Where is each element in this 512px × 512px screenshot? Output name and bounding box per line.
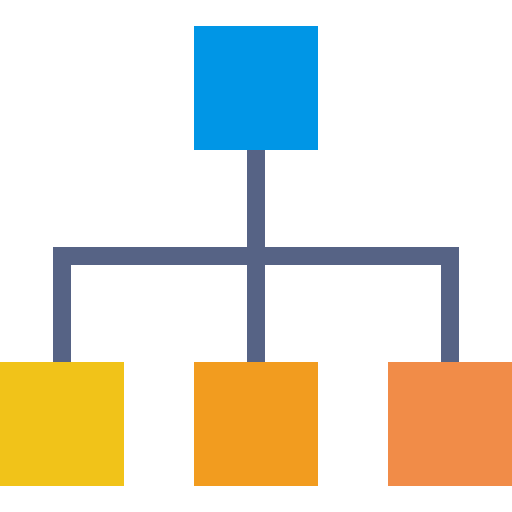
root-node [194,26,318,150]
connector-trunk [247,148,265,256]
connector-right-drop [441,247,459,364]
child-node-middle [194,362,318,486]
connector-left-drop [53,247,71,364]
connector-lines [53,148,459,364]
connector-middle-drop [247,247,265,364]
child-node-left [0,362,124,486]
child-node-right [388,362,512,486]
